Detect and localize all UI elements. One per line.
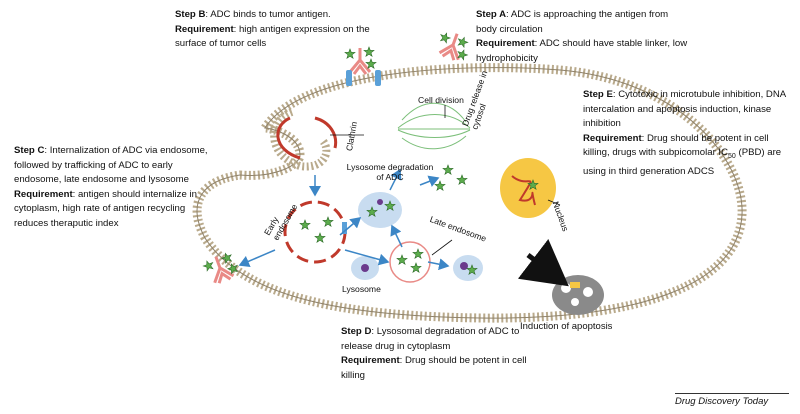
- step-e-req-head: Requirement: [583, 132, 642, 144]
- clathrin-pit: [270, 108, 331, 171]
- step-b-req-text: : high antigen expression on the surface…: [175, 23, 370, 50]
- step-c: Step C: Internalization of ADC via endos…: [14, 144, 214, 232]
- step-c-req-head: Requirement: [14, 188, 73, 200]
- antigen-receptor: [346, 70, 352, 86]
- step-e-head: Step E: [583, 89, 613, 100]
- step-c-head: Step C: [14, 145, 45, 156]
- step-c-text: : Internalization of ADC via endosome, f…: [14, 145, 208, 186]
- step-b-head: Step B: [175, 9, 206, 20]
- step-d-req-head: Requirement: [341, 355, 400, 367]
- pathway-arrows: [238, 168, 450, 271]
- adc-recycled: [201, 251, 240, 287]
- step-a-text: : ADC is approaching the antigen from bo…: [476, 9, 669, 35]
- lysosome-degradation-vesicle: [358, 192, 402, 228]
- footer-divider: [675, 393, 789, 394]
- apoptosis-arrow: [517, 239, 569, 287]
- free-drug: [442, 164, 454, 175]
- nucleus: [500, 158, 556, 218]
- label-lysosome-degradation: Lysosome degradation of ADC: [346, 162, 434, 182]
- step-e-req-text-2: (PBD) are using in third generation ADCS: [583, 147, 782, 177]
- step-d-text: : Lysosomal degradation of ADC to releas…: [341, 326, 520, 352]
- label-cell-division: Cell division: [418, 95, 464, 105]
- cell-division-spindle: [397, 102, 471, 150]
- step-b: Step B: ADC binds to tumor antigen. Requ…: [175, 8, 385, 52]
- late-endosome: [389, 241, 431, 283]
- label-apoptosis: Induction of apoptosis: [520, 321, 613, 332]
- adc-circulating: [437, 28, 470, 64]
- step-a-head: Step A: [476, 9, 507, 20]
- step-b-req-head: Requirement: [175, 23, 234, 35]
- step-a-req-text: : ADC should have stable linker, low hyd…: [476, 38, 688, 64]
- step-c-req-text: : antigen should internalize in cytoplas…: [14, 188, 197, 229]
- step-e-req-text: : Drug should be potent in cell killing,…: [583, 132, 769, 159]
- step-e-ic50-subscript: 50: [728, 153, 736, 161]
- early-endosome: [283, 200, 347, 264]
- step-b-text: : ADC binds to tumor antigen.: [205, 9, 331, 20]
- apoptotic-cell: [552, 275, 604, 315]
- step-e: Step E: Cytotoxic in microtubule inhibit…: [583, 88, 788, 179]
- step-d: Step D: Lysosomal degradation of ADC to …: [341, 325, 536, 383]
- step-d-req-text: : Drug should be potent in cell killing: [341, 355, 527, 381]
- lysosome-2: [453, 255, 483, 281]
- step-a: Step A: ADC is approaching the antigen f…: [476, 8, 690, 66]
- label-lysosome: Lysosome: [342, 284, 381, 294]
- step-d-head: Step D: [341, 326, 372, 337]
- step-e-text: : Cytotoxic in microtubule inhibition, D…: [583, 89, 786, 130]
- step-a-req-head: Requirement: [476, 38, 535, 50]
- journal-footer: Drug Discovery Today: [675, 396, 769, 407]
